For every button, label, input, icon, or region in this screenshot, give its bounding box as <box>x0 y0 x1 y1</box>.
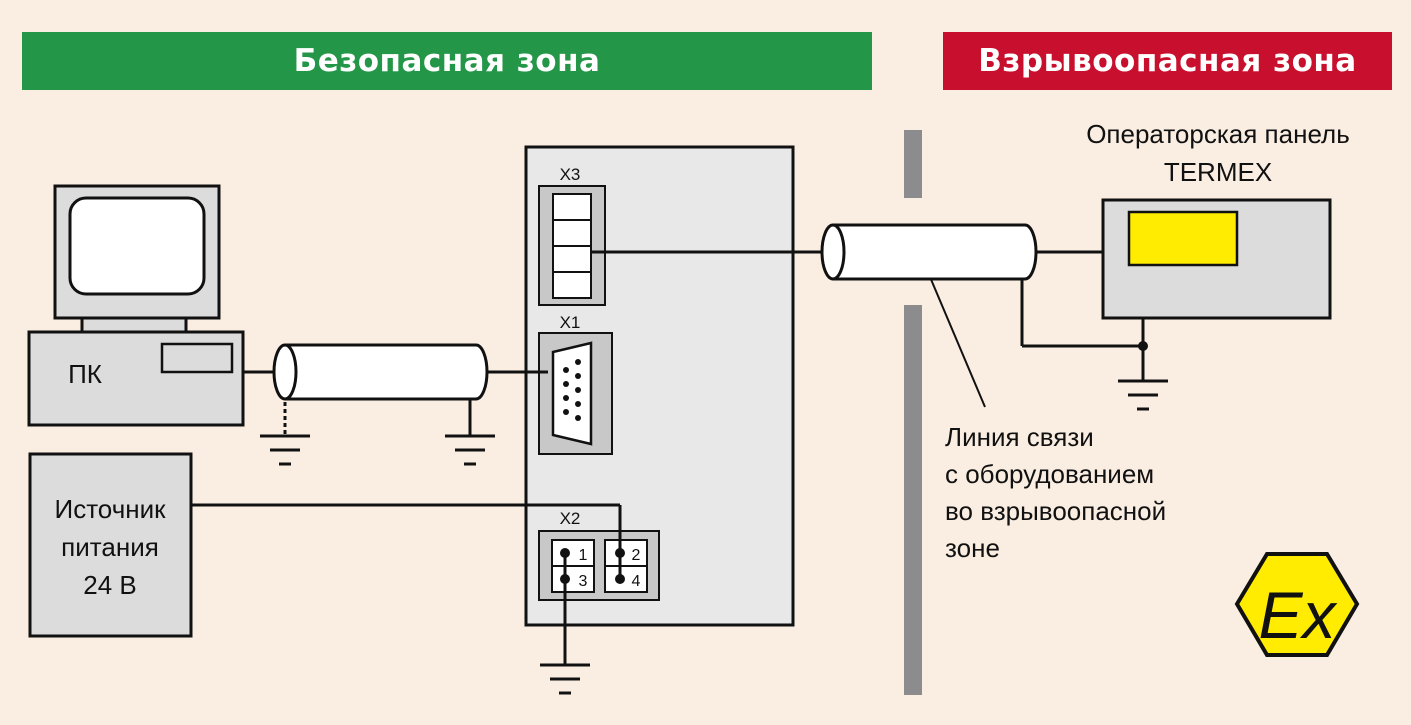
ground-icon <box>260 434 310 466</box>
shielded-cable-panel <box>820 223 1038 281</box>
comm-line-label: Линия связи с оборудованием во взрывоопа… <box>945 422 1166 563</box>
db9-port-icon <box>551 341 593 446</box>
connector-x1-label: X1 <box>560 313 581 332</box>
terminal-2: 2 <box>632 547 641 564</box>
connector-x2-label: X2 <box>560 509 581 528</box>
pc-computer: ПК <box>27 184 245 427</box>
panel-title-line2: TERMEX <box>1164 157 1272 187</box>
operator-panel-termex: Операторская панель TERMEX <box>1086 119 1350 320</box>
power-supply-line1: Источник <box>55 494 167 524</box>
comm-line-line3: во взрывоопасной <box>945 496 1166 526</box>
terminal-3: 3 <box>579 573 588 590</box>
ground-icon <box>445 434 495 466</box>
comm-line-line4: зоне <box>945 533 1000 563</box>
panel-title-line1: Операторская панель <box>1086 119 1350 149</box>
ex-hexagon-icon: Ex <box>1234 552 1360 657</box>
ground-icon <box>1118 379 1168 411</box>
connector-x3: X3 <box>538 165 606 306</box>
connector-x3-label: X3 <box>560 165 581 184</box>
power-supply: Источник питания 24 В <box>28 452 193 638</box>
zone-barrier <box>904 130 922 695</box>
hazardous-zone-banner: Взрывоопасная зона <box>943 32 1392 90</box>
interface-module: X3 X1 X2 1 2 3 4 <box>524 145 795 627</box>
safe-zone-banner: Безопасная зона <box>22 32 872 90</box>
desktop-computer-icon <box>27 184 245 427</box>
power-supply-line3: 24 В <box>83 570 137 600</box>
panel-screen <box>1127 210 1239 267</box>
terminal-1: 1 <box>579 547 588 564</box>
ground-icon <box>540 663 590 695</box>
terminal-4: 4 <box>632 573 641 590</box>
ex-mark-text: Ex <box>1258 578 1337 652</box>
shielded-cable-pc <box>272 343 489 401</box>
comm-line-line1: Линия связи <box>945 422 1094 452</box>
junction-dots <box>560 341 1148 584</box>
power-supply-line2: питания <box>61 532 159 562</box>
pc-label: ПК <box>68 359 102 389</box>
connector-x2: X2 1 2 3 4 <box>538 509 660 601</box>
connector-x1: X1 <box>538 313 613 455</box>
comm-line-line2: с оборудованием <box>945 459 1154 489</box>
